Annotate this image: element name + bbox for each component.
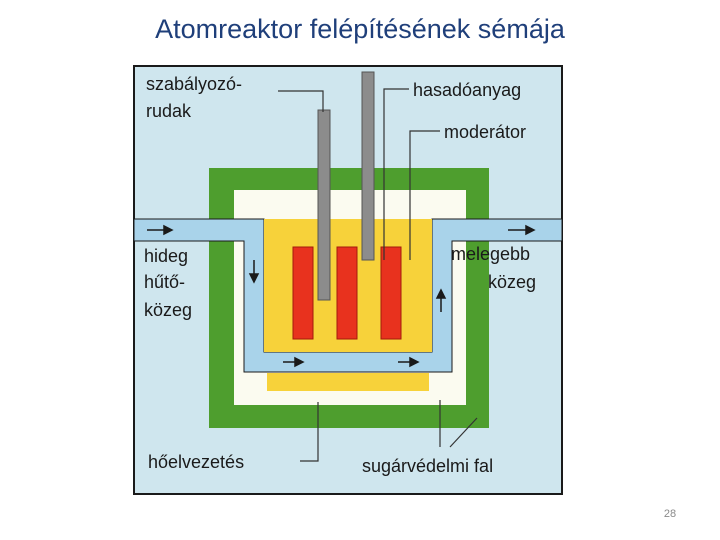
label-warm-1: melegebb xyxy=(451,244,530,264)
label-warm-2: közeg xyxy=(488,272,536,292)
leader-moderator xyxy=(409,130,440,260)
flow-arrow-down-head xyxy=(248,273,260,284)
leader-heat xyxy=(300,402,319,462)
flow-arrow-bottom-right-head xyxy=(409,356,420,368)
label-shield: sugárvédelmi fal xyxy=(362,456,493,476)
label-control-rods-2: rudak xyxy=(146,101,192,121)
label-control-rods-1: szabályozó- xyxy=(146,74,242,94)
leader-fuel xyxy=(383,88,409,260)
leader-control-rods xyxy=(278,90,324,112)
label-cold-2: hűtő- xyxy=(144,272,185,292)
slide-title: Atomreaktor felépítésének sémája xyxy=(155,14,565,44)
flow-arrow-up-head xyxy=(435,288,447,299)
leader-shield-b xyxy=(449,417,478,448)
label-fuel: hasadóanyag xyxy=(413,80,521,100)
label-moderator: moderátor xyxy=(444,122,526,142)
fuel-rod xyxy=(336,246,358,340)
label-heat: hőelvezetés xyxy=(148,452,244,472)
heat-removal-plate xyxy=(267,373,429,391)
control-rod xyxy=(317,109,331,301)
control-rod xyxy=(361,71,375,261)
flow-arrow-in-head xyxy=(163,224,174,236)
fuel-rod xyxy=(292,246,314,340)
label-cold-1: hideg xyxy=(144,246,188,266)
page-number: 28 xyxy=(663,508,677,520)
fuel-rod xyxy=(380,246,402,340)
flow-arrow-out-head xyxy=(525,224,536,236)
flow-arrow-bottom-left-head xyxy=(294,356,305,368)
label-cold-3: közeg xyxy=(144,300,192,320)
